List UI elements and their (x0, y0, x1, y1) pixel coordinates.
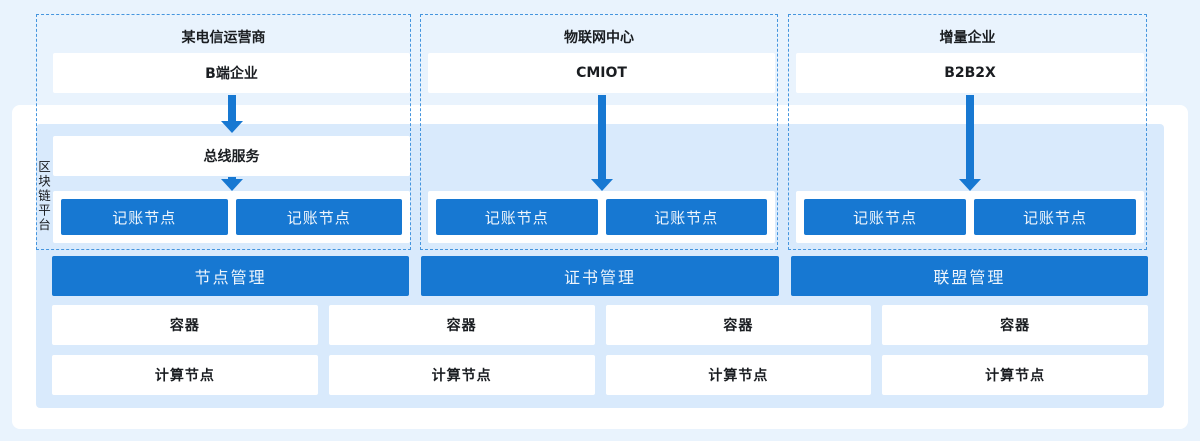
compute-node-row: 计算节点 计算节点 计算节点 计算节点 (52, 355, 1148, 395)
entity-box-cmiot: CMIOT (428, 53, 775, 93)
accounting-node-box: 记账节点 (235, 199, 402, 235)
arrow-head (221, 121, 243, 133)
accounting-node-box: 记账节点 (436, 199, 598, 235)
arrow-head (959, 179, 981, 191)
accounting-node-box: 记账节点 (804, 199, 966, 235)
arrow-head (591, 179, 613, 191)
compute-node-box: 计算节点 (52, 355, 318, 395)
accounting-node-box: 记账节点 (605, 199, 767, 235)
arrow-stem (598, 95, 606, 179)
accounting-node-band: 记账节点 记账节点 (53, 191, 410, 243)
container-box: 容器 (52, 305, 318, 345)
compute-node-box: 计算节点 (328, 355, 595, 395)
arrow-down-icon (959, 95, 981, 191)
arrow-stem (228, 95, 236, 121)
container-box: 容器 (328, 305, 595, 345)
accounting-node-box: 记账节点 (61, 199, 228, 235)
blockchain-platform-label: 区块链平台 (36, 160, 51, 233)
entity-box-b2b2x: B2B2X (796, 53, 1144, 93)
container-box: 容器 (882, 305, 1148, 345)
arrow-stem (228, 177, 236, 179)
column-header-iot: 物联网中心 (564, 30, 634, 46)
container-row: 容器 容器 容器 容器 (52, 305, 1148, 345)
participant-column-telecom: 某电信运营商 B端企业 总线服务 记账节点 记账节点 (36, 14, 411, 250)
alliance-management-bar: 联盟管理 (790, 256, 1148, 296)
certificate-management-bar: 证书管理 (421, 256, 779, 296)
participant-column-enterprise: 增量企业 B2B2X 记账节点 记账节点 (788, 14, 1147, 250)
compute-node-box: 计算节点 (605, 355, 872, 395)
arrow-stem (966, 95, 974, 179)
management-bars-row: 节点管理 证书管理 联盟管理 (52, 256, 1148, 296)
container-box: 容器 (605, 305, 872, 345)
arrow-down-icon (221, 95, 243, 133)
accounting-node-band: 记账节点 记账节点 (796, 191, 1144, 243)
node-management-bar: 节点管理 (52, 256, 410, 296)
bus-service-box: 总线服务 (53, 136, 410, 176)
arrow-down-icon (591, 95, 613, 191)
compute-node-box: 计算节点 (882, 355, 1148, 395)
column-header-telecom: 某电信运营商 (181, 30, 266, 46)
arrow-head (221, 179, 243, 191)
column-header-enterprise: 增量企业 (939, 30, 996, 46)
entity-box-b-enterprise: B端企业 (53, 53, 410, 93)
arrow-down-icon (221, 177, 243, 191)
participant-column-iot: 物联网中心 CMIOT 记账节点 记账节点 (420, 14, 778, 250)
accounting-node-box: 记账节点 (974, 199, 1136, 235)
accounting-node-band: 记账节点 记账节点 (428, 191, 775, 243)
